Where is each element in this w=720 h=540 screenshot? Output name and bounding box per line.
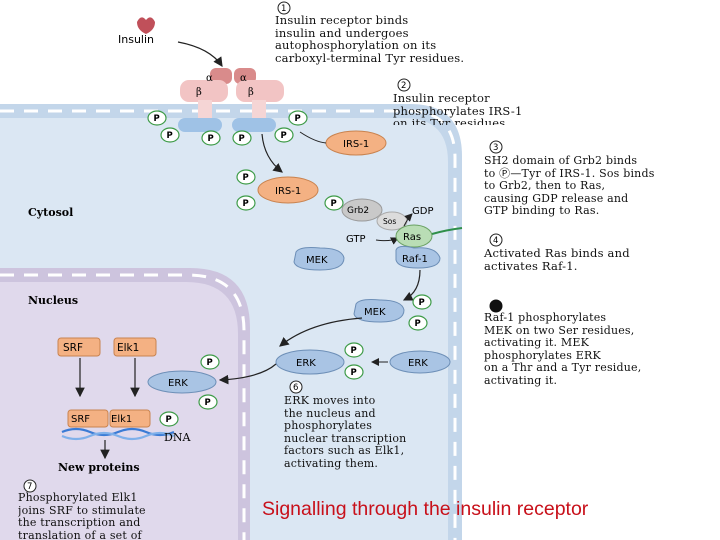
elk1-bound-box [109, 409, 151, 428]
insulin-receptor [178, 68, 284, 132]
step-5-marker [489, 299, 503, 313]
phosphate-label: P [351, 346, 357, 356]
phosphate-label: P [415, 319, 421, 329]
dna-label: DNA [164, 431, 191, 444]
insulin-label: Insulin [118, 33, 154, 46]
nuclear-envelope-dashes [0, 273, 246, 540]
nuclear-erk-phosphates: P P [198, 354, 220, 410]
irs1-phosphates: P P P [236, 169, 344, 211]
phosphate-label: P [166, 415, 172, 425]
step-4-text: Activated Ras binds and activates Raf-1. [484, 246, 630, 273]
irs1-protein-phosphorylated [257, 176, 319, 204]
insulin-arrow [177, 41, 223, 67]
step-7-text: Phosphorylated Elk1 joins SRF to stimula… [18, 492, 146, 540]
arrow-receptor-irs1 [261, 133, 283, 173]
irs1-label-top: IRS-1 [343, 139, 369, 150]
elk1-phosphate [159, 411, 179, 427]
nucleus-label: Nucleus [28, 294, 78, 307]
dna-strand-2 [61, 431, 175, 441]
srf-bound-box [67, 409, 109, 428]
receptor-to-irs1-line [299, 131, 327, 144]
mek-protein-active [353, 299, 405, 323]
phosphate-label: P [243, 173, 249, 183]
gdp-arrow [403, 213, 413, 227]
phosphate-label: P [281, 131, 287, 141]
step-2-number: 2 [401, 81, 406, 91]
mek-protein-inactive [293, 247, 345, 271]
arrow-mek-erk [279, 317, 363, 347]
insulin-molecule [137, 17, 155, 34]
raf1-label: Raf-1 [402, 254, 428, 265]
phosphate-label: P [351, 368, 357, 378]
mek-label-active: MEK [364, 307, 386, 318]
step-7-number: 7 [27, 482, 32, 492]
step-4-number: 4 [493, 236, 498, 246]
grb2-protein [341, 198, 383, 222]
alpha-label-right: α [240, 73, 247, 84]
phosphate-label: P [331, 199, 337, 209]
mek-label-inactive: MEK [306, 255, 328, 266]
erk-label-nuclear: ERK [168, 378, 188, 389]
phosphate-label: P [207, 358, 213, 368]
erk-protein-inactive [389, 350, 451, 374]
step-markers: 1 2 3 4 6 7 [23, 1, 503, 493]
new-proteins-label: New proteins [58, 461, 140, 474]
beta-label-left: β [196, 87, 202, 98]
step-6-text: ERK moves into the nucleus and phosphory… [284, 394, 407, 470]
beta-label-right: β [248, 87, 254, 98]
erk-label-inactive: ERK [408, 358, 428, 369]
phosphate-label: P [205, 398, 211, 408]
phosphate-label: P [154, 114, 160, 124]
phosphate-label: P [243, 199, 249, 209]
sos-label: Sos [383, 217, 396, 226]
ras-membrane-anchor [431, 227, 463, 235]
phosphate-label: P [167, 131, 173, 141]
alpha-label-left: α [206, 73, 213, 84]
elk1-box [113, 337, 157, 357]
phosphate-label: P [295, 114, 301, 124]
step-2-text: Insulin receptor phosphorylates IRS-1 on… [393, 92, 523, 125]
erk-protein-active [275, 349, 345, 375]
irs1-label-phosphorylated: IRS-1 [275, 186, 301, 197]
receptor-phosphates: P P P P P P [147, 110, 308, 146]
arrow-erk-nucleus [218, 363, 277, 385]
step-1-text: Insulin receptor binds insulin and under… [275, 13, 465, 65]
step-5-text: Raf-1 phosphorylates MEK on two Ser resi… [484, 311, 642, 387]
raf1-protein [395, 245, 441, 269]
membrane-dashes [0, 109, 457, 540]
mek-phosphates: P P [408, 294, 432, 331]
gdp-label: GDP [412, 206, 433, 217]
gtp-label: GTP [346, 234, 366, 245]
erk-phosphates: P P [344, 342, 364, 380]
ras-label: Ras [403, 232, 421, 243]
srf-label: SRF [63, 342, 83, 354]
phosphate-label: P [419, 298, 425, 308]
erk-label-active: ERK [296, 358, 316, 369]
slide-caption: Signalling through the insulin receptor [262, 498, 589, 520]
phosphate-label: P [239, 134, 245, 144]
elk1-bound-label: Elk1 [111, 414, 132, 425]
grb2-label: Grb2 [347, 206, 369, 216]
erk-protein-nuclear [147, 370, 217, 394]
cytosol-label: Cytosol [28, 206, 73, 219]
elk1-label: Elk1 [117, 342, 139, 354]
step-6-number: 6 [293, 383, 298, 393]
arrow-raf1-mek [402, 269, 421, 301]
srf-bound-label: SRF [71, 414, 90, 425]
step-3-number: 3 [493, 143, 498, 153]
srf-box [57, 337, 101, 357]
step-1-number: 1 [281, 4, 286, 14]
ras-protein [395, 224, 433, 248]
phosphate-label: P [208, 134, 214, 144]
step-3-text: SH2 domain of Grb2 binds to Ⓟ—Tyr of IRS… [484, 154, 655, 217]
